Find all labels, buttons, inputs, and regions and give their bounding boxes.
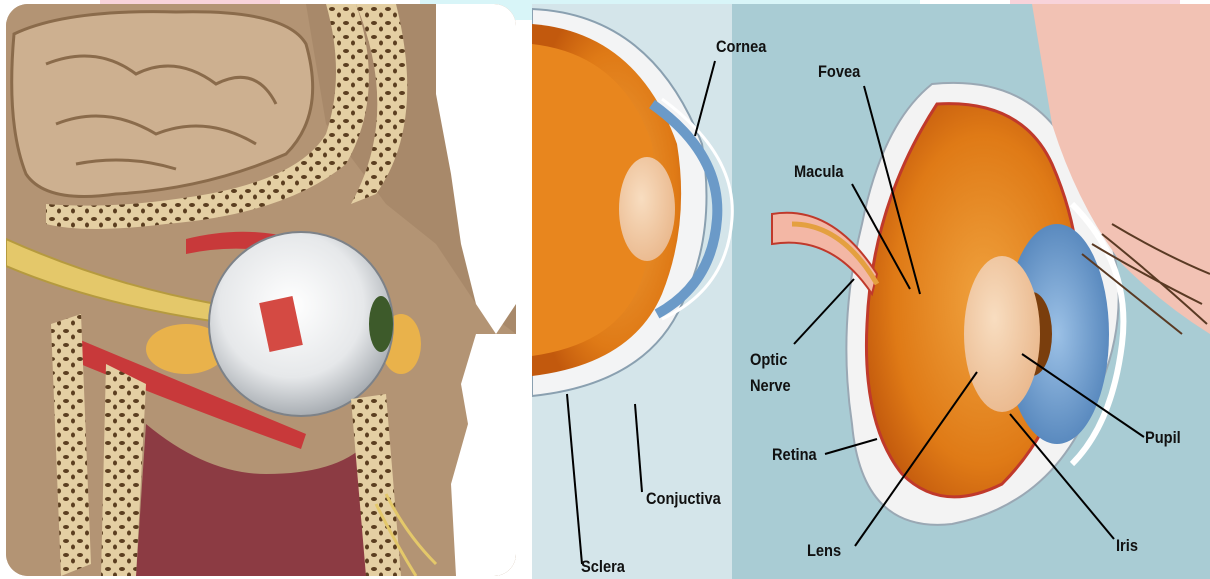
- eye-anatomy-svg: [532, 4, 1210, 579]
- label-cornea: Cornea: [716, 37, 766, 57]
- label-conjuctiva: Conjuctiva: [646, 489, 721, 509]
- label-nerve: Nerve: [750, 376, 791, 396]
- label-fovea: Fovea: [818, 62, 860, 82]
- label-optic: Optic: [750, 350, 787, 370]
- eye-anatomy-diagram: Cornea Fovea Macula Optic Nerve Retina L…: [532, 4, 1210, 579]
- label-retina: Retina: [772, 445, 817, 465]
- head-cross-section-illustration: [6, 4, 516, 576]
- label-pupil: Pupil: [1145, 428, 1181, 448]
- head-cross-section-svg: [6, 4, 516, 576]
- label-sclera: Sclera: [581, 557, 625, 577]
- label-macula: Macula: [794, 162, 844, 182]
- label-lens: Lens: [807, 541, 841, 561]
- label-iris: Iris: [1116, 536, 1138, 556]
